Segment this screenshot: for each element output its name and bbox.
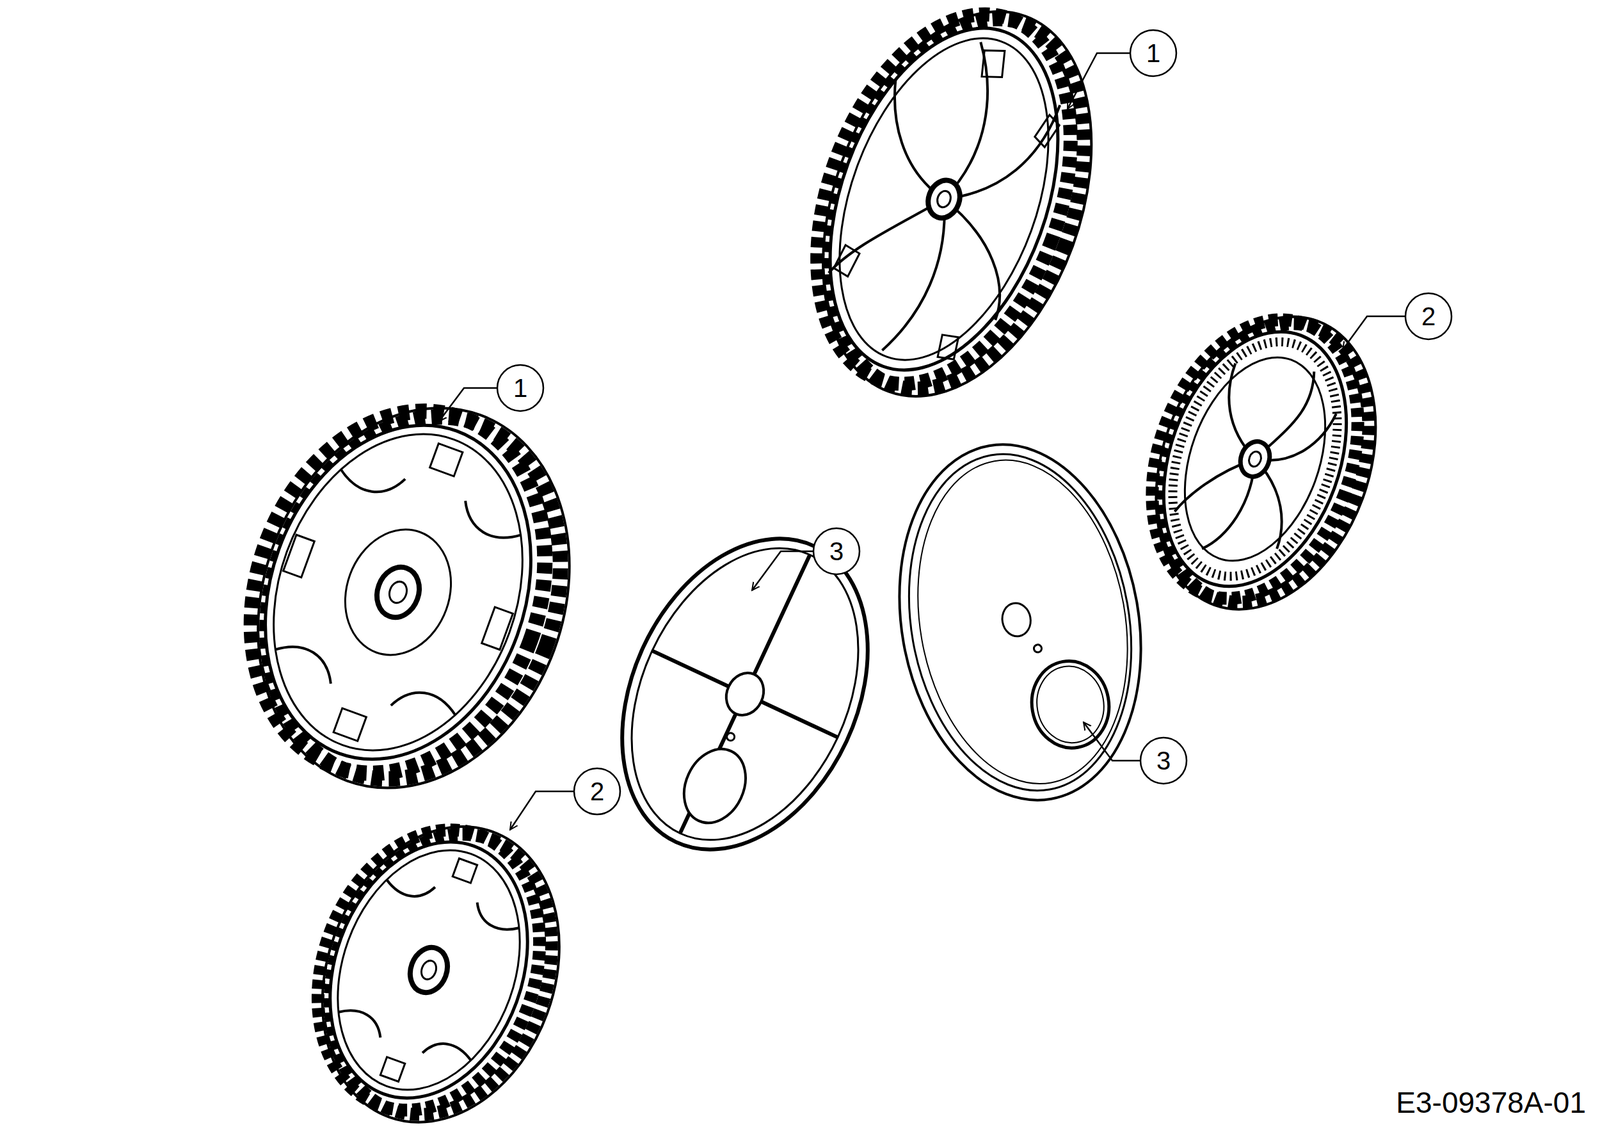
wheel-drawing <box>199 360 621 832</box>
callout-number: 2 <box>1421 303 1436 329</box>
callout-number: 2 <box>590 778 605 804</box>
wheel-drawing <box>767 0 1142 434</box>
wheel-cover-drawing <box>872 424 1168 820</box>
drawing-code: E3-09378A-01 <box>1395 1087 1586 1117</box>
callout-leaders <box>439 30 1452 830</box>
callout-number: 3 <box>1156 747 1171 774</box>
wheel-cover-drawing <box>574 498 916 889</box>
callout-number: 1 <box>1146 40 1161 66</box>
callout-number: 1 <box>513 375 528 401</box>
wheel-drawing <box>277 791 600 1132</box>
callout-number: 3 <box>829 538 844 564</box>
wheel-drawing <box>1112 284 1415 640</box>
